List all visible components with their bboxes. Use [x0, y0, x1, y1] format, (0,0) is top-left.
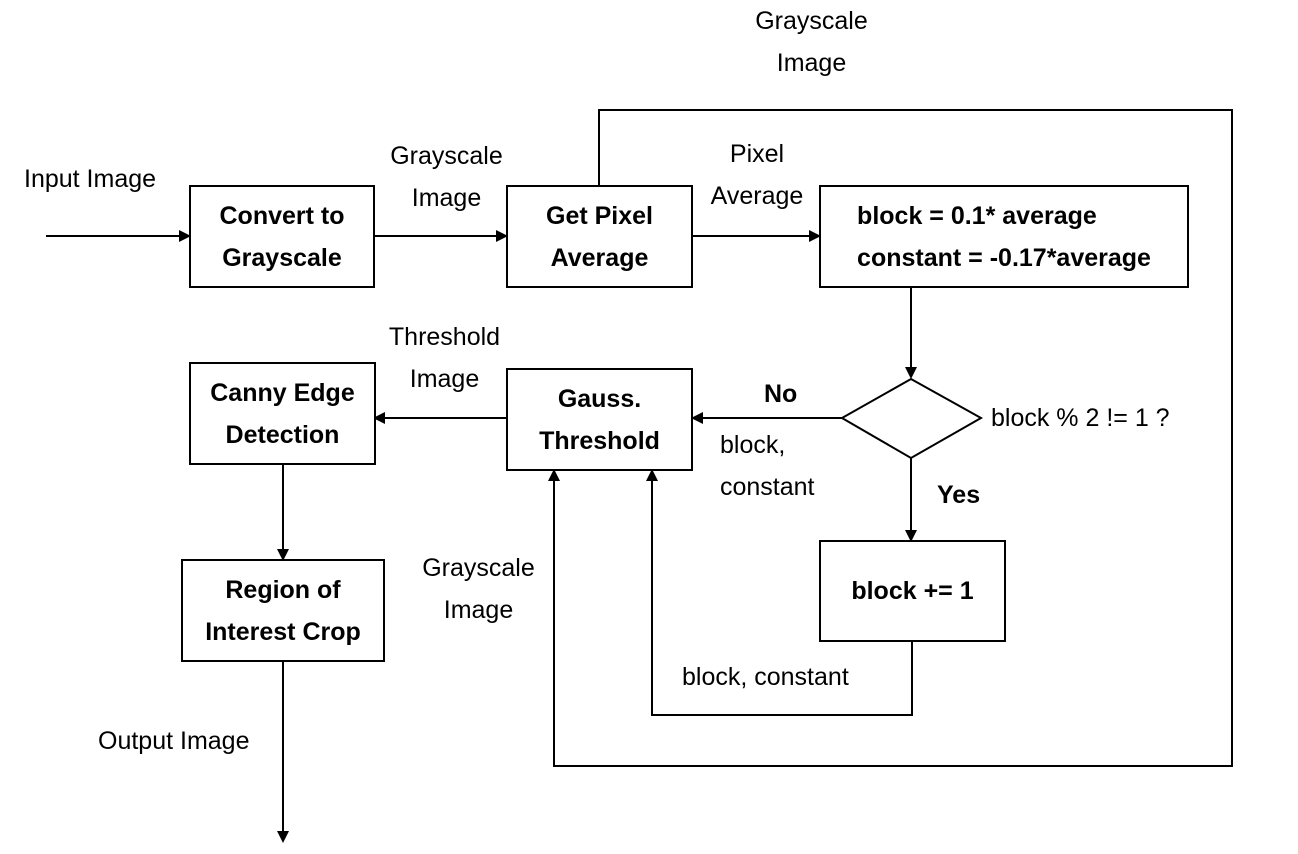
output-image-label: Output Image: [98, 727, 250, 755]
grayscale-image-label-top: Grayscale Image: [755, 7, 868, 77]
convert-grayscale-text: Convert to Grayscale: [219, 201, 345, 272]
canny-edge-box: Canny Edge Detection: [189, 362, 376, 465]
increment-box: block += 1: [819, 540, 1006, 642]
roi-crop-text: Region of Interest Crop: [205, 575, 361, 646]
formula-text: block = 0.1* average constant = -0.17*av…: [857, 201, 1151, 272]
convert-grayscale-box: Convert to Grayscale: [189, 185, 375, 288]
grayscale-image-label-convert: Grayscale Image: [390, 142, 503, 212]
canny-edge-text: Canny Edge Detection: [210, 378, 355, 449]
yes-label: Yes: [937, 481, 981, 509]
increment-text: block += 1: [851, 577, 974, 605]
pixel-average-label: Pixel Average: [710, 140, 804, 210]
arrow-increment-loop-to-gauss: [646, 469, 913, 716]
block-constant-label-no: block, constant: [720, 431, 815, 501]
decision-diamond: [839, 377, 984, 460]
pixel-average-text: Get Pixel Average: [546, 201, 653, 272]
arrow-grayscale-bypass-to-gauss: [548, 109, 1233, 767]
threshold-image-label: Threshold Image: [388, 323, 501, 393]
no-label: No: [764, 380, 798, 408]
grayscale-image-label-left: Grayscale Image: [422, 554, 535, 624]
decision-label: block % 2 != 1 ?: [991, 404, 1170, 432]
gauss-threshold-text: Gauss. Threshold: [539, 384, 660, 455]
roi-crop-box: Region of Interest Crop: [181, 559, 385, 662]
block-constant-label-loop: block, constant: [682, 663, 849, 691]
formula-box: block = 0.1* average constant = -0.17*av…: [819, 185, 1189, 288]
input-image-label: Input Image: [24, 165, 157, 193]
gauss-threshold-box: Gauss. Threshold: [506, 368, 693, 471]
pixel-average-box: Get Pixel Average: [506, 185, 693, 288]
